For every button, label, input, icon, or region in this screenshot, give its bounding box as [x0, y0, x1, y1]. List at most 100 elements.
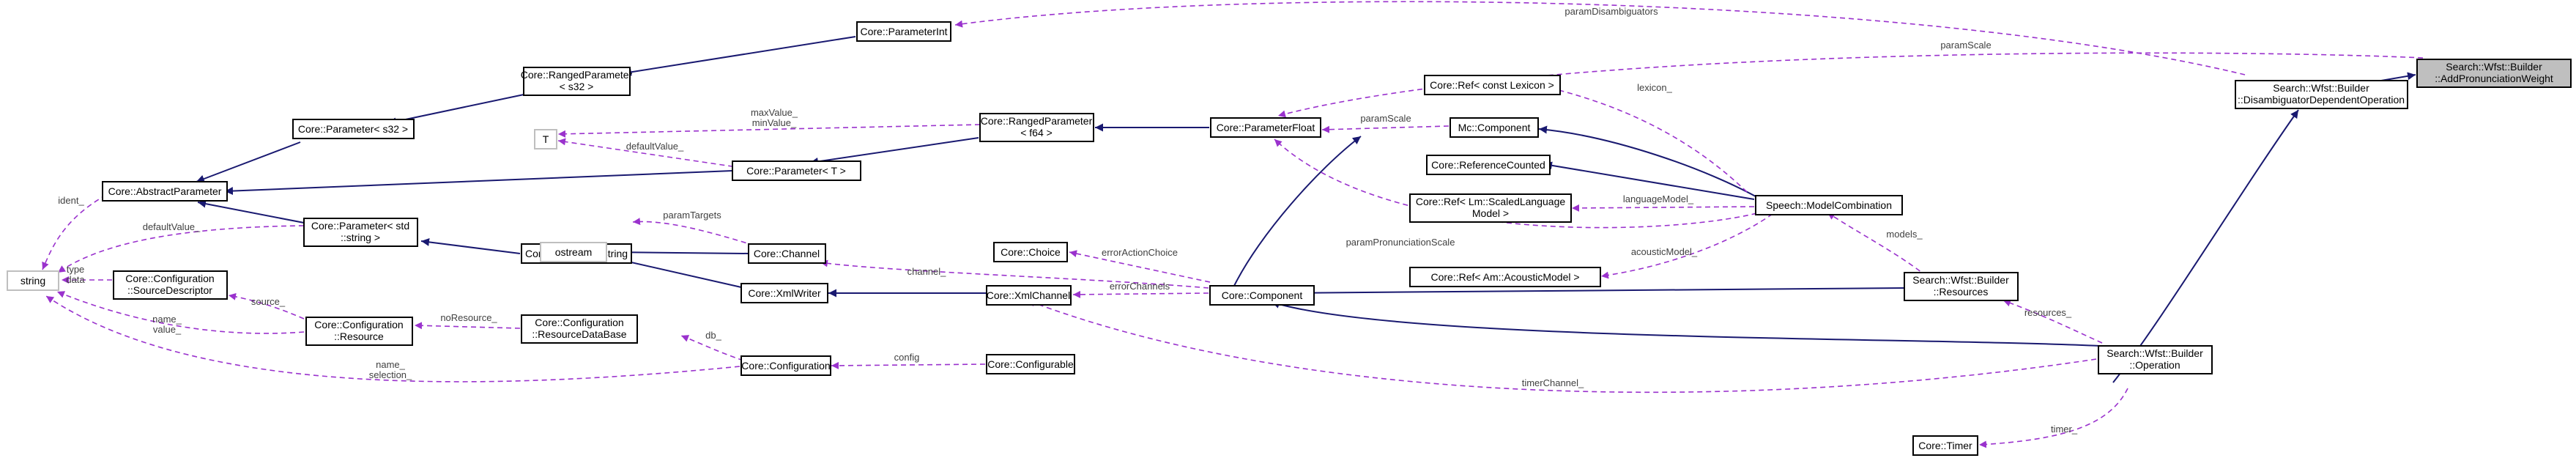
- node-ref-acoustic-model[interactable]: Core::Ref< Am::AcousticModel >: [1409, 267, 1601, 287]
- edge-labels: paramDisambiguators paramScale paramScal…: [58, 6, 2078, 435]
- edge-param-string-std-to-abstract: [197, 199, 305, 224]
- edge-channel: [820, 259, 1209, 289]
- edge-no-resource: [414, 322, 521, 330]
- label-no-resource: noResource_: [440, 312, 497, 323]
- node-operation[interactable]: Search::Wfst::Builder ::Operation: [2098, 345, 2213, 374]
- node-label: Core::Configuration: [741, 360, 830, 372]
- label-param-disambiguators: paramDisambiguators: [1564, 6, 1658, 17]
- label-default-value-t: defaultValue_: [626, 141, 684, 152]
- node-label: Core::Configurable: [987, 358, 1074, 370]
- node-parameter-t[interactable]: Core::Parameter< T >: [732, 160, 861, 181]
- label-min-value: minValue_: [752, 117, 797, 128]
- label-name-2: name_: [376, 359, 406, 370]
- node-label: Core::Parameter< s32 >: [298, 123, 408, 135]
- label-param-pron-scale: paramPronunciationScale: [1346, 237, 1455, 248]
- edge-resources: [2002, 299, 2103, 344]
- node-label: ::Operation: [2129, 359, 2180, 371]
- label-param-scale-top: paramScale: [1940, 40, 1991, 51]
- label-timer: timer_: [2051, 424, 2078, 435]
- node-resources[interactable]: Search::Wfst::Builder ::Resources: [1904, 272, 2019, 301]
- node-label: T: [543, 133, 549, 145]
- label-param-targets: paramTargets: [663, 210, 721, 221]
- node-label: Model >: [1472, 207, 1509, 219]
- edge-source: [228, 292, 305, 320]
- edge-ranged-f64-to-param-t: [809, 137, 979, 166]
- node-ref-lexicon[interactable]: Core::Ref< const Lexicon >: [1424, 75, 1561, 95]
- node-configurable[interactable]: Core::Configurable: [986, 354, 1075, 374]
- label-lexicon: lexicon_: [1637, 82, 1672, 93]
- label-error-channels: errorChannels: [1110, 281, 1170, 292]
- node-label: Core::AbstractParameter: [108, 185, 222, 197]
- node-label: Core::Configuration: [125, 273, 214, 284]
- edge-param-pron-scale: [1274, 138, 1766, 229]
- label-ident: ident_: [58, 195, 84, 206]
- node-label: Speech::ModelCombination: [1766, 199, 1892, 211]
- edge-param-t-to-abstract: [224, 170, 733, 196]
- node-abstract-parameter[interactable]: Core::AbstractParameter: [102, 181, 228, 202]
- node-parameter-float[interactable]: Core::ParameterFloat: [1210, 117, 1321, 138]
- label-max-value: maxValue_: [751, 107, 798, 118]
- node-xml-writer[interactable]: Core::XmlWriter: [740, 283, 828, 303]
- label-data: data: [66, 274, 85, 285]
- node-label: Core::Ref< const Lexicon >: [1430, 79, 1554, 91]
- node-configuration-resource[interactable]: Core::Configuration ::Resource: [305, 317, 413, 346]
- edge-lexicon: [1546, 85, 1748, 193]
- node-label: Core::Configuration: [314, 319, 403, 330]
- edge-default-value-t: [557, 138, 743, 169]
- node-xml-channel[interactable]: Core::XmlChannel: [986, 285, 1072, 306]
- edge-error-channels: [1072, 290, 1209, 298]
- node-label: ::DisambiguatorDependentOperation: [2238, 94, 2405, 106]
- edge-operation-to-disamb: [2112, 109, 2299, 383]
- node-ref-scaled-language-model[interactable]: Core::Ref< Lm::ScaledLanguage Model >: [1409, 193, 1572, 223]
- node-core-component[interactable]: Core::Component: [1209, 285, 1315, 306]
- node-parameter-s32[interactable]: Core::Parameter< s32 >: [292, 119, 415, 139]
- label-models: models_: [1886, 229, 1923, 240]
- node-model-combination[interactable]: Speech::ModelCombination: [1755, 195, 1903, 215]
- node-resource-database[interactable]: Core::Configuration ::ResourceDataBase: [521, 314, 638, 344]
- label-name: name_: [152, 314, 182, 325]
- node-t[interactable]: T: [534, 129, 557, 149]
- node-string[interactable]: string: [7, 270, 59, 291]
- edge-param-scale: [1321, 125, 1450, 133]
- node-ranged-parameter-f64[interactable]: Core::RangedParameter < f64 >: [979, 113, 1094, 142]
- edge-name-value: [56, 291, 305, 334]
- node-label: ::AddPronunciationWeight: [2435, 73, 2553, 84]
- node-label: ::string >: [341, 232, 380, 243]
- edge-paramint-to-ranged-s32: [623, 36, 856, 76]
- node-source-descriptor[interactable]: Core::Configuration ::SourceDescriptor: [113, 270, 228, 300]
- node-mc-component[interactable]: Mc::Component: [1450, 117, 1539, 138]
- node-label: Core::Channel: [754, 248, 820, 259]
- edge-timer: [1978, 388, 2128, 448]
- node-label: Core::Parameter< T >: [746, 165, 846, 177]
- node-ostream[interactable]: ostream: [540, 242, 607, 262]
- node-add-pronunciation-weight[interactable]: Search::Wfst::Builder ::AddPronunciation…: [2416, 59, 2572, 88]
- edge-ranged-s32-to-param-s32: [387, 93, 528, 126]
- node-choice[interactable]: Core::Choice: [993, 242, 1068, 262]
- node-label: Core::XmlWriter: [748, 287, 821, 299]
- node-label: Search::Wfst::Builder: [2273, 82, 2369, 94]
- edge-modelcomb-to-mc-component: [1538, 125, 1763, 201]
- node-label: Core::Ref< Lm::ScaledLanguage: [1416, 196, 1566, 207]
- edge-param-targets: [632, 218, 755, 246]
- node-label: ostream: [555, 246, 593, 258]
- node-parameter-std-string[interactable]: Core::Parameter< std ::string >: [303, 218, 418, 247]
- edge-config: [831, 361, 986, 369]
- node-channel[interactable]: Core::Channel: [748, 243, 826, 264]
- node-label: Core::Parameter< std: [311, 220, 409, 232]
- edge-resources-to-core-component: [1276, 287, 1905, 298]
- node-label: Core::RangedParameter: [521, 69, 633, 81]
- node-label: Core::ParameterFloat: [1217, 122, 1315, 133]
- label-config: config: [894, 352, 920, 363]
- node-timer[interactable]: Core::Timer: [1912, 435, 1978, 456]
- edge-max-min: [557, 124, 981, 138]
- node-reference-counted[interactable]: Core::ReferenceCounted: [1426, 155, 1551, 175]
- node-parameter-int[interactable]: Core::ParameterInt: [856, 21, 951, 42]
- node-ranged-parameter-s32[interactable]: Core::RangedParameter < s32 >: [521, 67, 633, 96]
- edge-timer-channel: [1027, 299, 2097, 394]
- label-db: db_: [705, 330, 721, 341]
- node-configuration[interactable]: Core::Configuration: [740, 355, 831, 376]
- label-source: source_: [251, 296, 286, 307]
- edge-param-s32-to-abstract: [196, 141, 301, 183]
- edge-acoustic-model: [1600, 213, 1773, 279]
- node-disambiguator-dependent-operation[interactable]: Search::Wfst::Builder ::DisambiguatorDep…: [2235, 80, 2408, 109]
